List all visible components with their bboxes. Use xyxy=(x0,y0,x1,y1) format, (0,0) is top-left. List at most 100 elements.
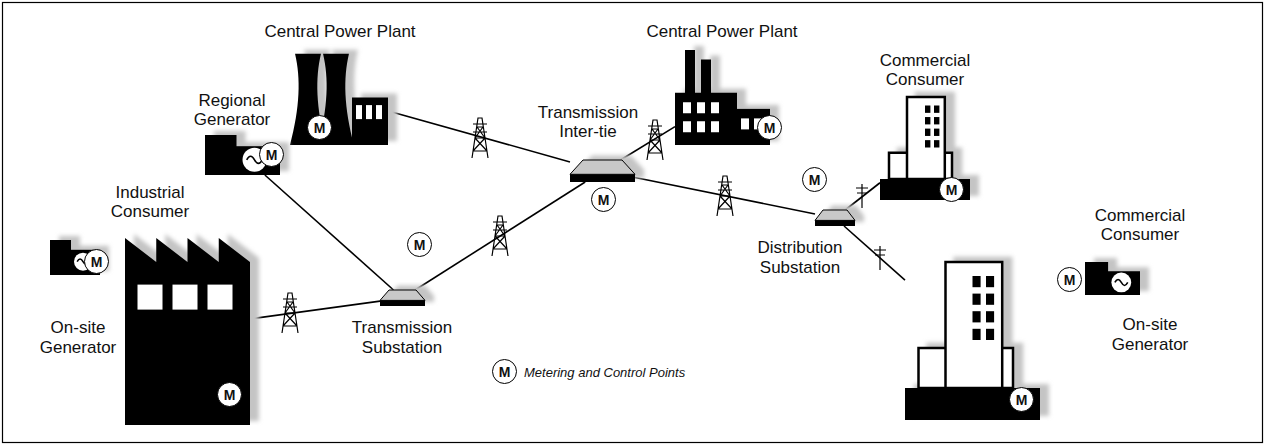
node-label: Central Power Plant xyxy=(264,22,415,42)
label-box: Distribution Substation xyxy=(745,238,855,277)
plant-window xyxy=(697,121,705,132)
node-label: Industrial Consumer xyxy=(95,183,205,222)
facility-icon xyxy=(675,50,770,145)
meter-letter: M xyxy=(764,121,776,135)
facility-icon xyxy=(570,160,635,182)
generator-body xyxy=(205,146,280,175)
facility-icon xyxy=(815,210,855,226)
facility-drawing xyxy=(1085,262,1140,295)
label-box: Commercial Consumer xyxy=(1085,206,1195,245)
building-window xyxy=(986,276,994,287)
power-line xyxy=(635,178,815,214)
power-line xyxy=(265,175,394,290)
meter-letter: M xyxy=(224,388,236,402)
generator-dial xyxy=(1111,273,1131,293)
meter-letter: M xyxy=(598,193,610,207)
plant-window xyxy=(741,118,749,129)
label-box: Commercial Consumer xyxy=(870,51,980,90)
sine-symbol xyxy=(1115,279,1128,285)
power-line xyxy=(250,301,380,319)
power-line xyxy=(844,226,905,280)
meter-marker: M xyxy=(802,167,827,192)
label-box: Regional Generator xyxy=(177,91,287,130)
node-label: Central Power Plant xyxy=(646,22,797,42)
substation-top xyxy=(815,210,855,220)
plant-building xyxy=(675,93,737,145)
plant-window xyxy=(683,102,691,113)
meter-marker: M xyxy=(307,115,332,140)
meter-marker: M xyxy=(1057,267,1082,292)
plant-window xyxy=(683,121,691,132)
substation-base xyxy=(815,220,855,226)
meter-letter: M xyxy=(1016,393,1028,407)
facility-node: Central Power Plant xyxy=(290,50,390,145)
building-base xyxy=(905,388,1040,420)
meter-letter: M xyxy=(266,148,278,162)
facility-node: Transmission Substation xyxy=(380,290,425,306)
generator-body xyxy=(205,135,237,148)
facility-drawing xyxy=(570,160,635,182)
facility-drawing xyxy=(125,238,250,425)
facility-node: Transmission Inter-tie xyxy=(570,160,635,182)
substation-top xyxy=(570,160,635,174)
factory-window xyxy=(208,285,233,310)
node-label: Distribution Substation xyxy=(745,238,855,277)
meter-letter: M xyxy=(946,183,958,197)
label-box: Central Power Plant xyxy=(264,22,415,42)
facility-icon xyxy=(1085,262,1140,295)
facility-drawing xyxy=(675,50,770,145)
power-line xyxy=(415,182,585,290)
building-window xyxy=(925,117,930,124)
facility-drawing xyxy=(815,210,855,226)
facility-icon xyxy=(290,50,390,145)
meter-letter: M xyxy=(499,365,511,379)
label-box: On-site Generator xyxy=(1095,315,1205,354)
meter-letter: M xyxy=(809,173,821,187)
plant-building xyxy=(352,98,388,146)
power-line xyxy=(620,127,675,160)
meter-marker: M xyxy=(939,177,964,202)
generator-body xyxy=(1085,271,1140,295)
building-window xyxy=(986,294,994,305)
substation-top xyxy=(380,290,425,300)
building-window xyxy=(973,276,981,287)
building-window xyxy=(934,140,939,147)
facility-drawing xyxy=(380,290,425,306)
building-window xyxy=(934,106,939,113)
meter-letter: M xyxy=(314,121,326,135)
building-window xyxy=(973,329,981,340)
plant-window xyxy=(366,105,372,119)
meter-marker: M xyxy=(1009,387,1034,412)
building-window xyxy=(934,117,939,124)
building-window xyxy=(986,311,994,322)
facility-icon xyxy=(380,290,425,306)
building-window xyxy=(925,129,930,136)
building-window xyxy=(973,311,981,322)
legend-text: Metering and Control Points xyxy=(524,365,685,380)
building-window xyxy=(925,106,930,113)
label-box: Industrial Consumer xyxy=(95,183,205,222)
frame xyxy=(3,3,1263,443)
generator-body xyxy=(50,240,71,251)
node-label: On-site Generator xyxy=(1095,315,1205,354)
facility-drawing xyxy=(290,54,388,145)
meter-marker: M xyxy=(591,187,616,212)
meter-marker: M xyxy=(259,142,284,167)
transmission-tower xyxy=(647,120,663,160)
meter-letter: M xyxy=(1064,273,1076,287)
factory-window xyxy=(138,285,163,310)
label-box: Transmission Inter-tie xyxy=(533,103,643,142)
plant-window xyxy=(376,105,382,119)
facility-node: On-site Generator xyxy=(1085,262,1140,295)
building-window xyxy=(973,294,981,305)
substation-base xyxy=(570,174,635,182)
building-window xyxy=(934,129,939,136)
generator-body xyxy=(1085,262,1108,273)
building-window xyxy=(925,140,930,147)
label-box: On-site Generator xyxy=(23,318,133,357)
plant-window xyxy=(711,102,719,113)
substation-base xyxy=(380,300,425,306)
meter-marker: M xyxy=(492,359,517,384)
plant-window xyxy=(697,102,705,113)
